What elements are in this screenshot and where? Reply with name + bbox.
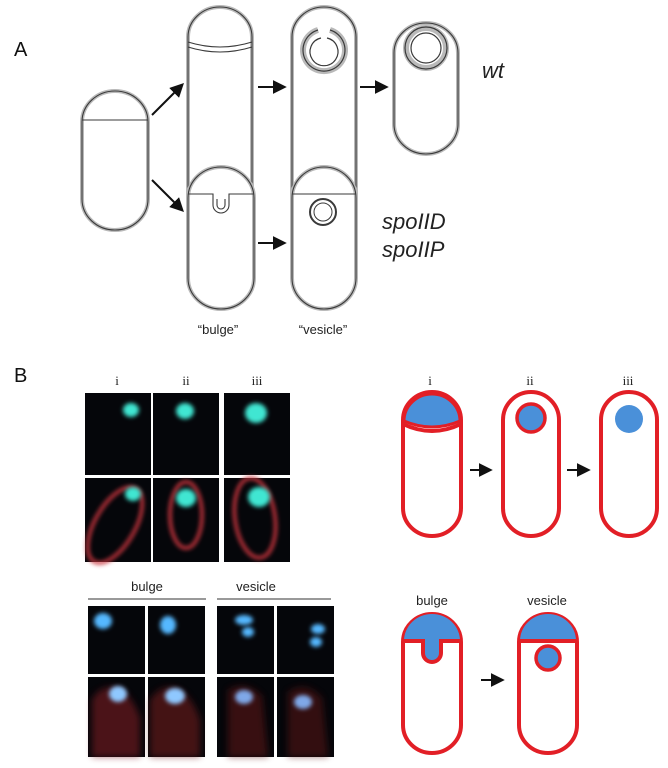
micrograph-iii-merge [224, 476, 290, 562]
micrograph-vesicle-2 [277, 606, 334, 674]
micrograph-ii-forespore [153, 393, 219, 475]
micrograph-bulge-merge-1 [88, 677, 145, 757]
schematic-cell-i [401, 390, 463, 538]
schematic-cell-ii [501, 390, 561, 538]
schematic-cell-vesicle [517, 612, 579, 755]
micrograph-i-forespore [85, 393, 151, 475]
micrograph-bulge-merge-2 [148, 677, 205, 757]
arrow-to-wt [151, 83, 184, 116]
schematic-cell-bulge [401, 612, 463, 755]
cell-vesicle [290, 165, 358, 311]
label-spoIIP: spoIIP [382, 237, 445, 262]
schematic-stage-iii: iii [623, 373, 634, 388]
label-wt: wt [482, 58, 505, 83]
micrograph-vesicle-merge-1 [217, 677, 274, 757]
caption-bulge: “bulge” [198, 322, 238, 337]
micro-stage-ii: ii [182, 373, 190, 388]
micrograph-bulge-1 [88, 606, 145, 674]
caption-vesicle: “vesicle” [299, 322, 347, 337]
micro-label-vesicle: vesicle [236, 579, 276, 594]
schematic-cell-iii [599, 390, 659, 538]
micrograph-vesicle-1 [217, 606, 274, 674]
micrograph-i-merge [85, 478, 151, 565]
schematic-label-vesicle: vesicle [527, 593, 567, 608]
cell-wt-engulfed [392, 21, 460, 156]
micro-stage-i: i [115, 373, 119, 388]
schematic-stage-i: i [428, 373, 432, 388]
cell-bulge [186, 165, 256, 311]
micrograph-vesicle-merge-2 [277, 677, 334, 757]
micro-stage-iii: iii [252, 373, 263, 388]
arrow-to-mutant [151, 179, 184, 212]
micrograph-iii-forespore [224, 393, 290, 475]
schematic-label-bulge: bulge [416, 593, 448, 608]
micrograph-ii-merge [153, 478, 219, 562]
cell-start [80, 89, 150, 232]
panel-a-label: A [14, 39, 28, 61]
panel-b-label: B [14, 365, 27, 387]
schematic-stage-ii: ii [526, 373, 534, 388]
micrograph-bulge-2 [148, 606, 205, 674]
label-spoIID: spoIID [382, 209, 446, 234]
micro-label-bulge: bulge [131, 579, 163, 594]
